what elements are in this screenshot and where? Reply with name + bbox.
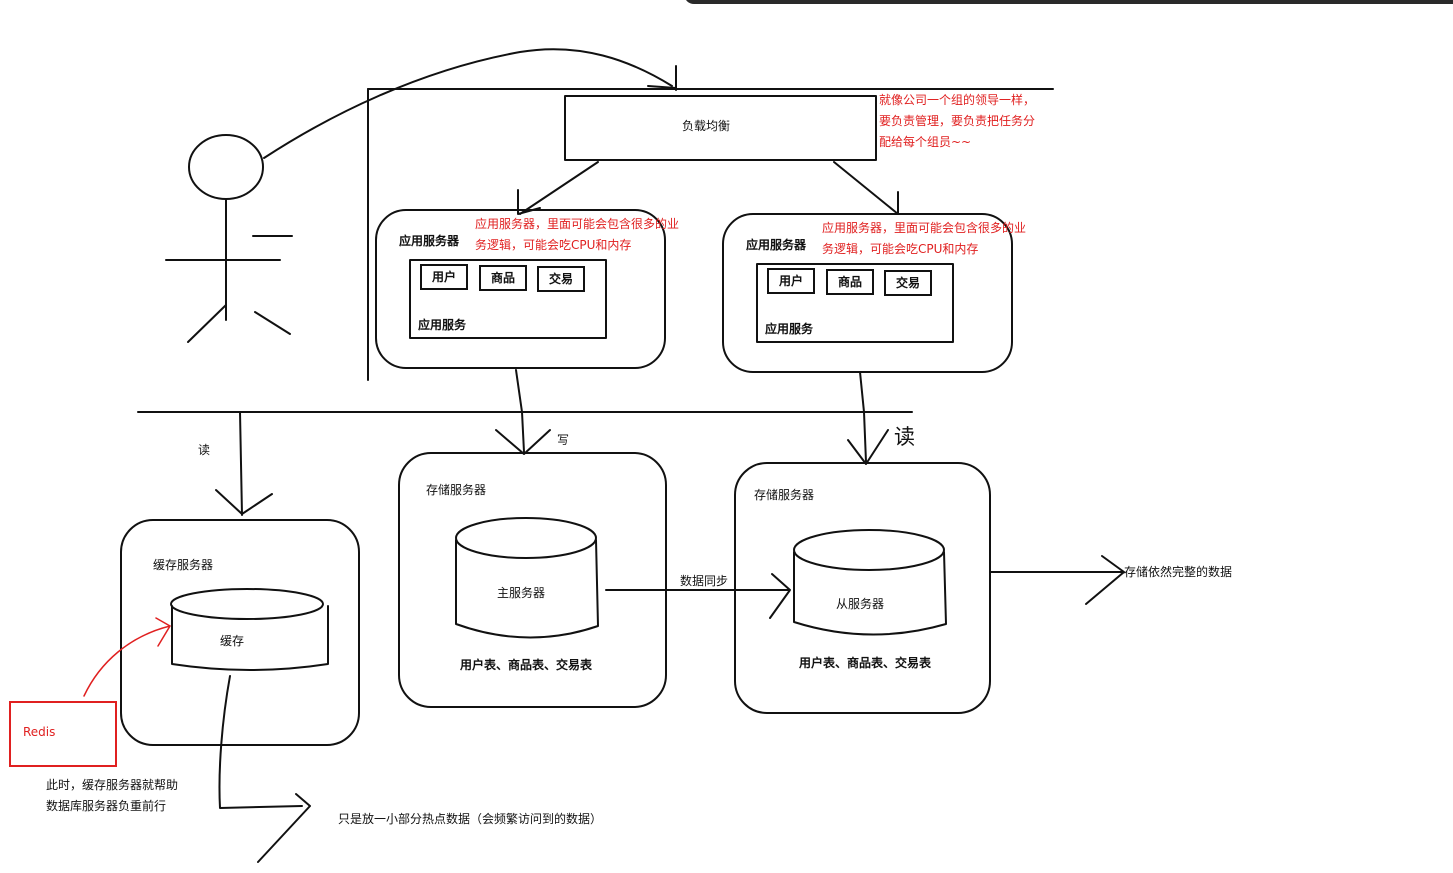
load-balancer-label: 负载均衡 [682, 119, 731, 133]
cache-read-label: 读 [198, 443, 211, 457]
slave-db-label: 从服务器 [836, 597, 885, 611]
redis-label: Redis [23, 725, 56, 739]
app-server-1-note: 应用服务器，里面可能会包含很多的业 务逻辑，可能会吃CPU和内存 [475, 217, 680, 252]
cache-db-label: 缓存 [220, 634, 245, 648]
app-service-1-label: 应用服务 [418, 318, 467, 332]
app-server-2-box [722, 213, 1013, 373]
app-service-1-inner [409, 259, 607, 339]
user-stick-figure [165, 48, 677, 343]
app-service-2-inner [756, 263, 954, 343]
load-balancer-note: 就像公司一个组的领导一样， 要负责管理，要负责把任务分 配给每个组员~~ [879, 93, 1036, 149]
load-balancer-box [564, 95, 877, 161]
module-user-1: 用户 [420, 264, 468, 290]
hot-data-note: 只是放一小部分热点数据（会频繁访问到的数据） [338, 812, 603, 826]
app-server-2-note: 应用服务器，里面可能会包含很多的业 务逻辑，可能会吃CPU和内存 [822, 221, 1027, 256]
master-storage-title: 存储服务器 [426, 483, 487, 497]
module-user-2: 用户 [767, 268, 815, 294]
cache-server-box [120, 519, 360, 746]
cache-server-title: 缓存服务器 [153, 558, 214, 572]
module-trade-2: 交易 [884, 270, 932, 296]
app-server-2-title: 应用服务器 [746, 238, 807, 252]
master-storage-box [398, 452, 667, 708]
master-tables-label: 用户表、商品表、交易表 [460, 658, 593, 672]
write-label: 写 [557, 433, 570, 447]
slave-read-label: 读 [894, 425, 915, 449]
slave-tables-label: 用户表、商品表、交易表 [799, 656, 932, 670]
data-sync-label: 数据同步 [680, 574, 729, 588]
app-server-1-box [375, 209, 666, 369]
module-trade-1: 交易 [537, 266, 585, 292]
redis-box [9, 701, 117, 767]
app-server-1-title: 应用服务器 [399, 234, 460, 248]
window-top-bar [684, 0, 1453, 4]
app-service-2-label: 应用服务 [765, 322, 814, 336]
cache-help-note: 此时，缓存服务器就帮助 数据库服务器负重前行 [46, 778, 179, 813]
slave-storage-box [734, 462, 991, 714]
module-product-2: 商品 [826, 269, 874, 295]
complete-data-note: 存储依然完整的数据 [1124, 565, 1233, 579]
slave-storage-title: 存储服务器 [754, 488, 815, 502]
module-product-1: 商品 [479, 265, 527, 291]
master-db-label: 主服务器 [497, 586, 546, 600]
